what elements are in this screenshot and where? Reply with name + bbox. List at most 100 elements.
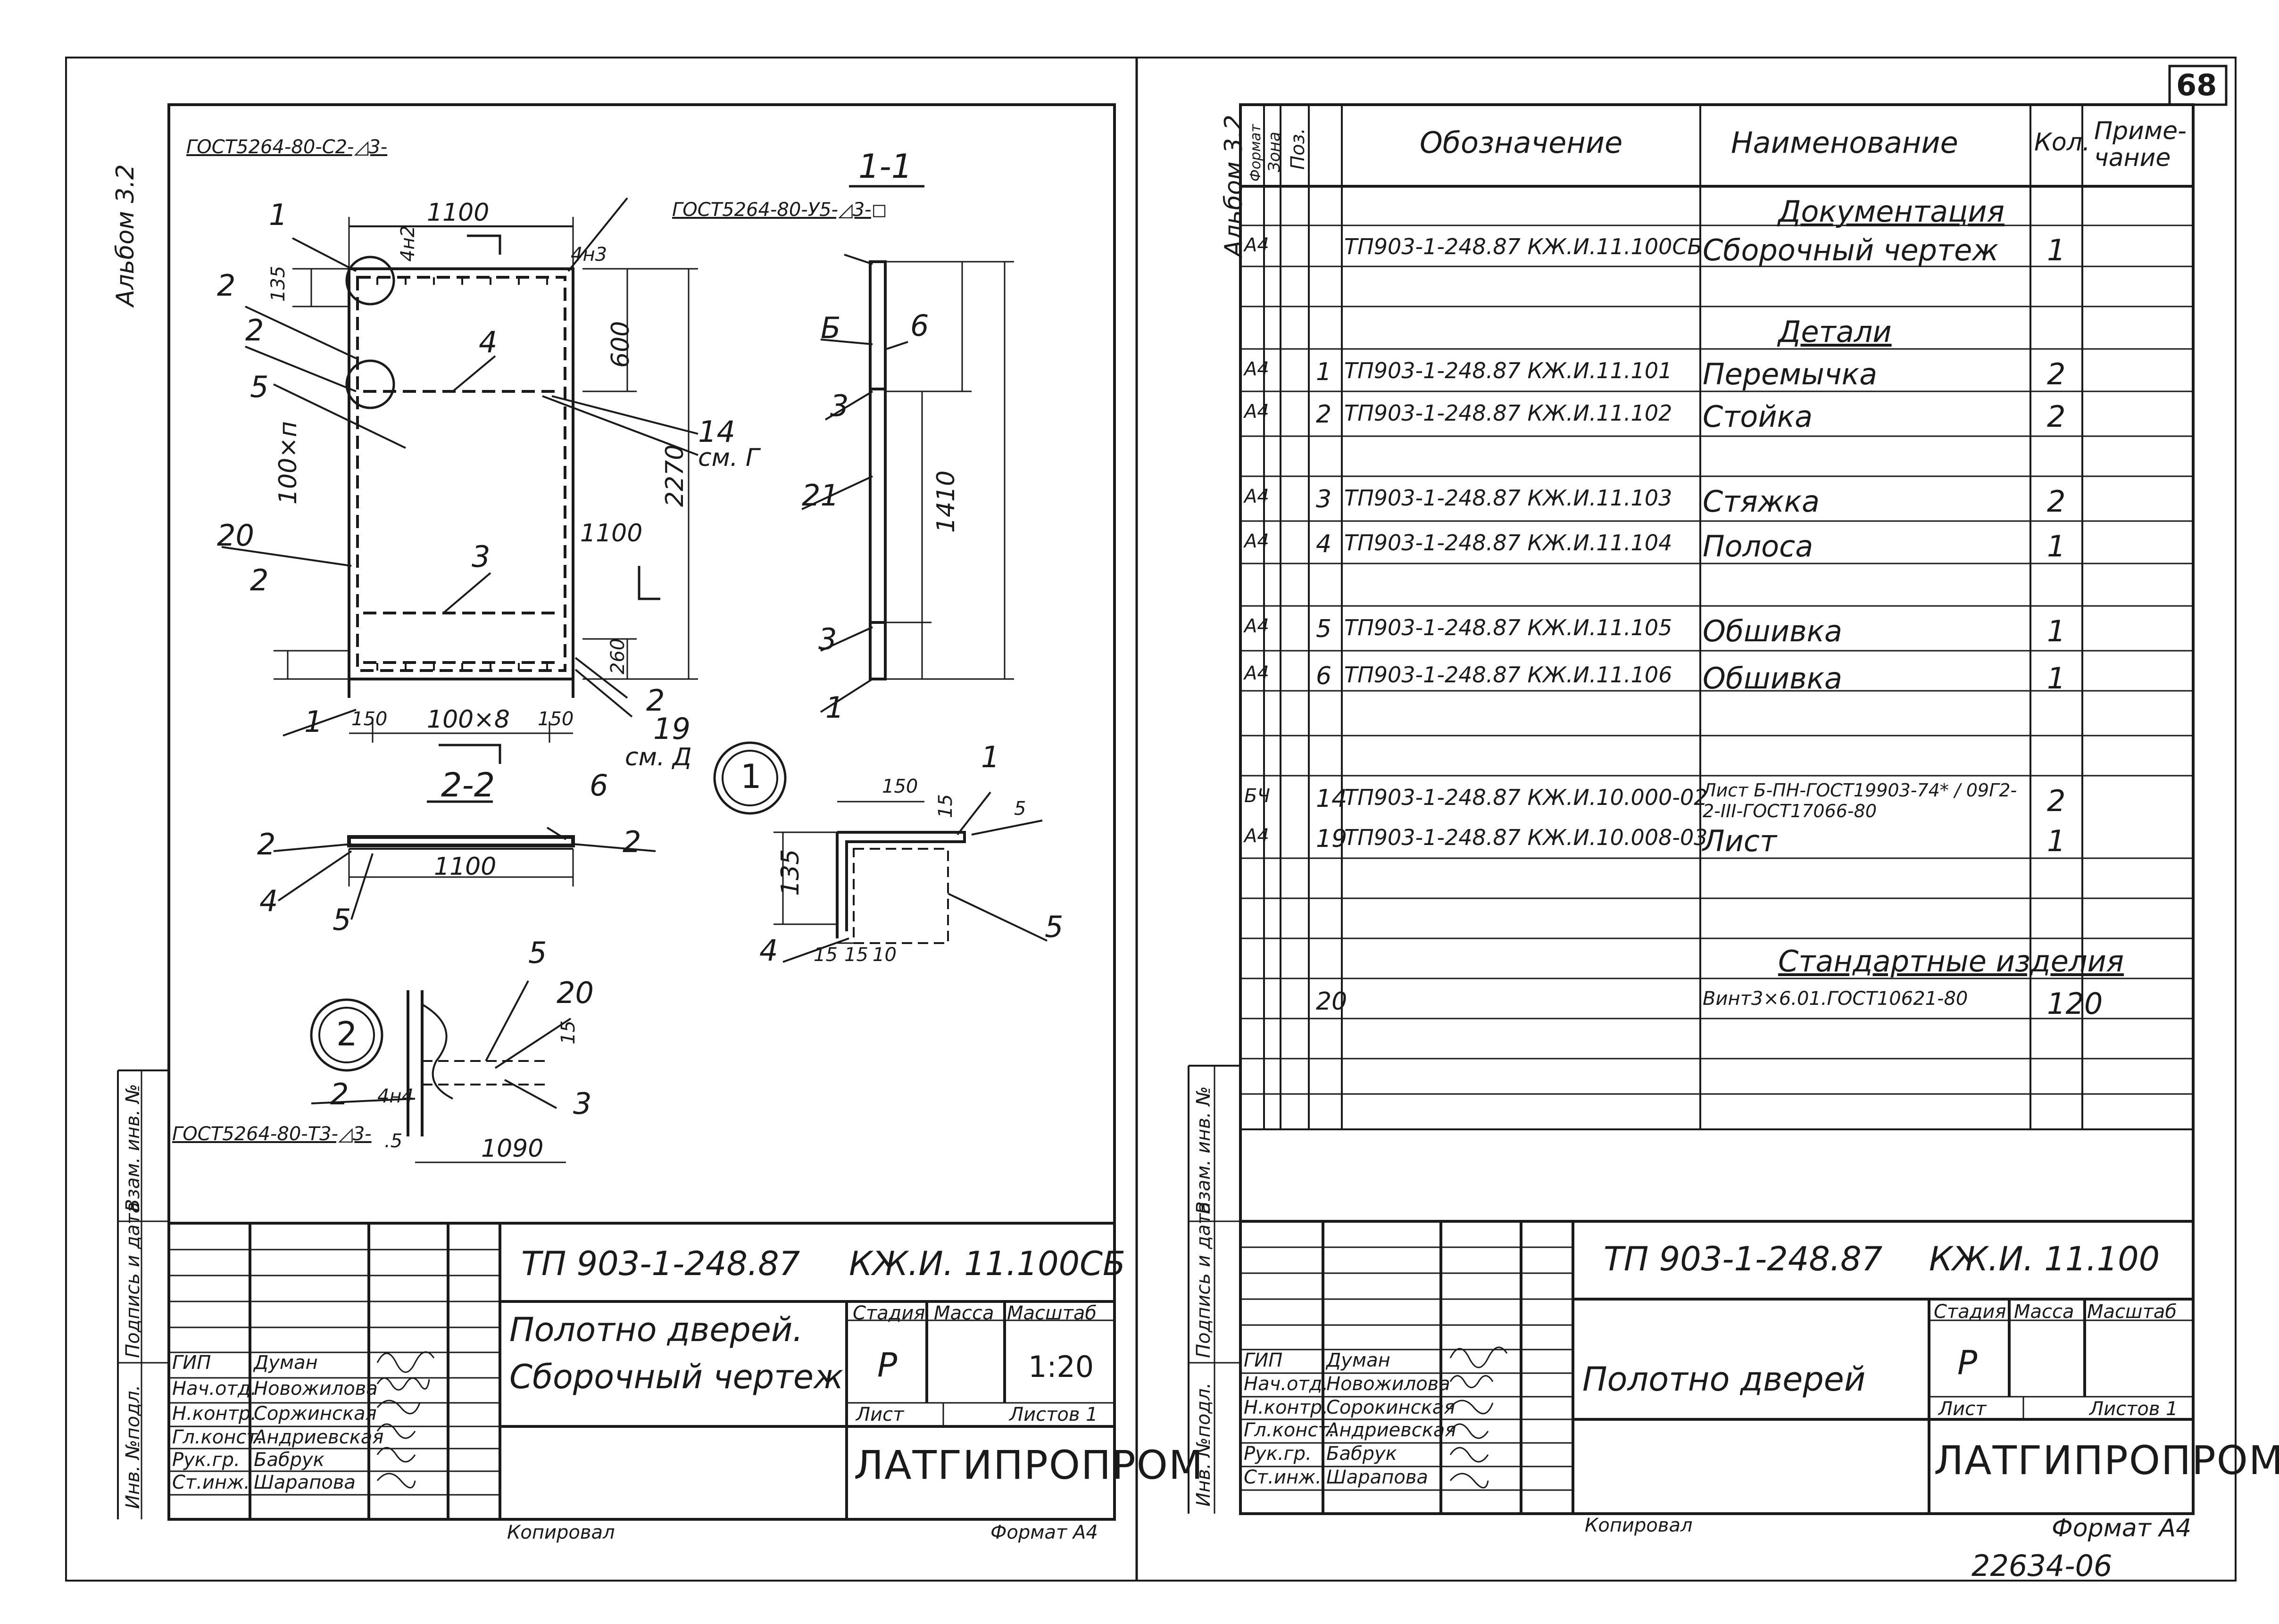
section-title-2-2: 2-2 [441, 766, 495, 804]
pos-mark: 6 [590, 768, 608, 803]
stamp-role: Ст.инж. [1244, 1467, 1322, 1488]
spec-format: БЧ [1244, 785, 1270, 807]
spec-format: А4 [1244, 530, 1269, 552]
sheet-label: Лист [856, 1404, 904, 1425]
pos-mark: Б [821, 311, 841, 345]
sheet-label: Лист [1938, 1398, 1987, 1420]
stamp-role: Ст.инж. [172, 1472, 250, 1493]
spec-format: А4 [1244, 486, 1269, 507]
spec-name: Стяжка [1703, 484, 1820, 519]
stamp-title: Полотно дверей [1582, 1360, 1866, 1399]
sheets-label: Листов 1 [1009, 1404, 1098, 1425]
stamp-name: Бабрук [254, 1449, 324, 1471]
stage-value: Р [1957, 1343, 1978, 1382]
stamp-designation: ТП 903-1-248.87 [521, 1244, 800, 1283]
mass-header: Масса [2014, 1301, 2074, 1323]
detail-callout-2: 2 [336, 1015, 358, 1053]
spec-code: ТП903-1-248.87 КЖ.И.11.105 [1344, 615, 1672, 640]
dim: 15 [557, 1020, 579, 1044]
stamp-subtitle: Сборочный чертеж [509, 1358, 844, 1396]
dim: 4н3 [571, 244, 607, 265]
stage-header: Стадия [1934, 1301, 2006, 1323]
stamp-code: КЖ.И. 11.100СБ [849, 1244, 1126, 1283]
scale-header: Масштаб [2087, 1301, 2177, 1323]
dim: 135 [776, 849, 805, 896]
pos-mark: 1 [981, 740, 1000, 774]
stamp-role: ГИП [1244, 1350, 1283, 1371]
stamp-name: Андриевская [254, 1426, 384, 1448]
spec-name: Сборочный чертеж [1703, 233, 1999, 267]
spec-pos: 1 [1316, 358, 1332, 386]
side-label: Подпись и дата [122, 1201, 144, 1358]
pos-mark: 4 [259, 884, 278, 918]
stamp-code: КЖ.И. 11.100 [1929, 1240, 2160, 1278]
gost-label: ГОСТ5264-80-У5-◿3-◻ [672, 199, 887, 221]
detail-callout-1: 1 [740, 757, 762, 796]
spec-name: Перемычка [1703, 357, 1878, 391]
gost-label: ГОСТ5264-80-С2-◿3- [186, 136, 388, 158]
spec-format: А4 [1244, 663, 1269, 684]
stamp-role: Рук.гр. [172, 1449, 240, 1471]
pos-mark: 2 [646, 683, 665, 718]
spec-code: ТП903-1-248.87 КЖ.И.11.106 [1344, 662, 1672, 688]
col-header-name: Наименование [1731, 125, 1958, 160]
col-header-designation: Обозначение [1420, 125, 1623, 160]
dim: 100×п [274, 421, 302, 505]
stamp-designation: ТП 903-1-248.87 [1604, 1240, 1883, 1278]
archive-number: 22634-06 [1971, 1549, 2113, 1583]
stamp-role: Рук.гр. [1244, 1443, 1312, 1465]
stamp-name: Соржинская [254, 1403, 377, 1425]
org-name: ЛАТГИПРОПРОМ [854, 1442, 1204, 1488]
spec-code: ТП903-1-248.87 КЖ.И.11.103 [1344, 485, 1672, 511]
pos-mark: 1 [269, 198, 288, 232]
pos-mark: 2 [245, 313, 264, 348]
spec-pos: 6 [1316, 662, 1332, 690]
spec-pos: 2 [1316, 400, 1332, 429]
pos-mark: 2 [623, 825, 641, 859]
dim: 10 [873, 944, 897, 966]
album-label-right: Альбом 3.2 [1220, 115, 1248, 257]
stamp-title: Полотно дверей. [509, 1310, 803, 1349]
spec-pos: 14 [1316, 785, 1347, 813]
col-header-format: Формат [1248, 124, 1264, 182]
dim: 4н4 [377, 1085, 414, 1107]
spec-name: Стойка [1703, 399, 1813, 434]
stamp-role: ГИП [172, 1352, 211, 1374]
pos-mark: 4 [479, 325, 498, 359]
spec-format: А4 [1244, 401, 1269, 423]
page-number: 68 [2176, 68, 2217, 102]
spec-pos: 4 [1316, 530, 1332, 558]
dim: 1410 [932, 470, 960, 533]
section-title-1-1: 1-1 [858, 147, 913, 186]
pos-mark: 5 [528, 936, 547, 970]
dim: 15 [844, 944, 868, 966]
spec-pos: 3 [1316, 485, 1332, 514]
spec-name: Обшивка [1703, 661, 1843, 696]
stamp-name: Думан [1326, 1350, 1390, 1371]
side-label: Взам. инв. № [1193, 1086, 1214, 1214]
stamp-name: Новожилова [254, 1378, 378, 1400]
spec-qty: 1 [2047, 661, 2066, 696]
org-name: ЛАТГИПРОПРОМ [1934, 1437, 2279, 1483]
pos-mark: 21 [802, 478, 839, 513]
album-label-left: Альбом 3.2 [111, 164, 140, 307]
pos-mark: 20 [557, 976, 594, 1010]
spec-code: ТП903-1-248.87 КЖ.И.10.008-03 [1344, 825, 1708, 850]
spec-code: ТП903-1-248.87 КЖ.И.11.100СБ [1344, 234, 1703, 259]
stamp-name: Шарапова [1326, 1467, 1428, 1488]
dim: 1100 [580, 519, 643, 547]
spec-code: ТП903-1-248.87 КЖ.И.10.000-02 [1344, 785, 1708, 810]
spec-qty: 1 [2047, 233, 2066, 267]
spec-qty: 1 [2047, 529, 2066, 563]
dim: 135 [267, 265, 289, 302]
dim: 4н2 [397, 225, 419, 262]
stamp-name: Андриевская [1326, 1419, 1456, 1441]
pos-mark: 5 [250, 370, 269, 404]
spec-name: Лист Б-ПН-ГОСТ19903-74* / 09Г2-2-III-ГОС… [1703, 780, 2017, 821]
copied-label: Копировал [1585, 1515, 1693, 1536]
dim: 150 [538, 708, 574, 730]
stamp-role: Н.контр. [1244, 1397, 1328, 1418]
spec-qty: 2 [2047, 357, 2066, 391]
dim: 1100 [427, 199, 490, 227]
pos-mark: 2 [330, 1077, 349, 1111]
